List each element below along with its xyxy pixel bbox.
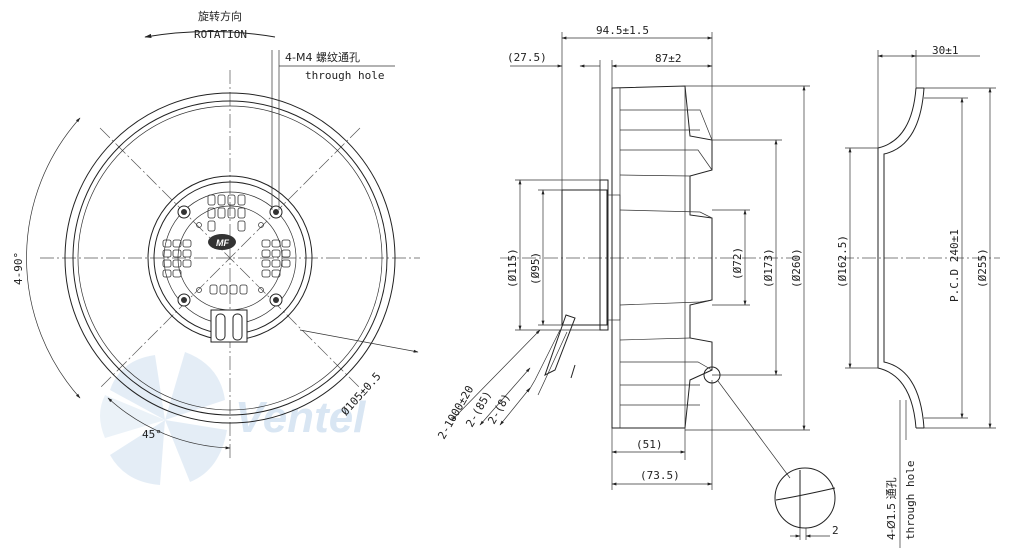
impeller-outer-label: (Ø260) (790, 248, 803, 288)
angle-45-label: 45° (142, 428, 162, 441)
detail-gap-label: 2 (832, 524, 839, 537)
svg-text:MF: MF (216, 238, 229, 248)
side-view: 94.5±1.5 (27.5) 87±2 (Ø115) (Ø95) (Ø72) … (435, 24, 839, 540)
detail-view (774, 467, 836, 529)
depth-a-label: (51) (636, 438, 663, 451)
rotation-label-en: ROTATION (194, 28, 247, 41)
hole-spec-en: through hole (305, 69, 384, 82)
hole-spec-cn: 4-M4 螺纹通孔 (285, 50, 360, 64)
vent-slots (162, 194, 291, 295)
mounting-holes (177, 205, 283, 307)
ring-outer-dia-label: (Ø255) (976, 248, 989, 288)
overall-width-label: 94.5±1.5 (596, 24, 649, 37)
watermark-brand: Ventel (235, 393, 366, 442)
cable-exit (210, 309, 248, 343)
impeller-inner-label: (Ø173) (762, 248, 775, 288)
inlet-ring-view: 30±1 (Ø162.5) P.C.D 240±1 (Ø255) 4-Ø1.5 … (836, 44, 1000, 548)
ring-hole-spec-en: through hole (904, 461, 917, 540)
angle-90-label: 4-90° (12, 252, 25, 285)
offset-label: (27.5) (507, 51, 547, 64)
throat-dia-label: (Ø162.5) (836, 235, 849, 288)
motor-dia-label: (Ø115) (506, 248, 519, 288)
ring-height-label: 30±1 (932, 44, 959, 57)
ring-hole-spec-cn: 4-Ø1.5 通孔 (885, 477, 898, 540)
flange-dia-label: (Ø95) (529, 252, 542, 285)
impeller-width-label: 87±2 (655, 52, 682, 65)
rotation-label-cn: 旋转方向 (198, 9, 242, 23)
hub-logo: MF (208, 234, 236, 250)
watermark-logo (100, 352, 227, 485)
pcd-label: P.C.D 240±1 (948, 229, 961, 302)
depth-b-label: (73.5) (640, 469, 680, 482)
hub-dia-label: (Ø72) (731, 247, 744, 280)
